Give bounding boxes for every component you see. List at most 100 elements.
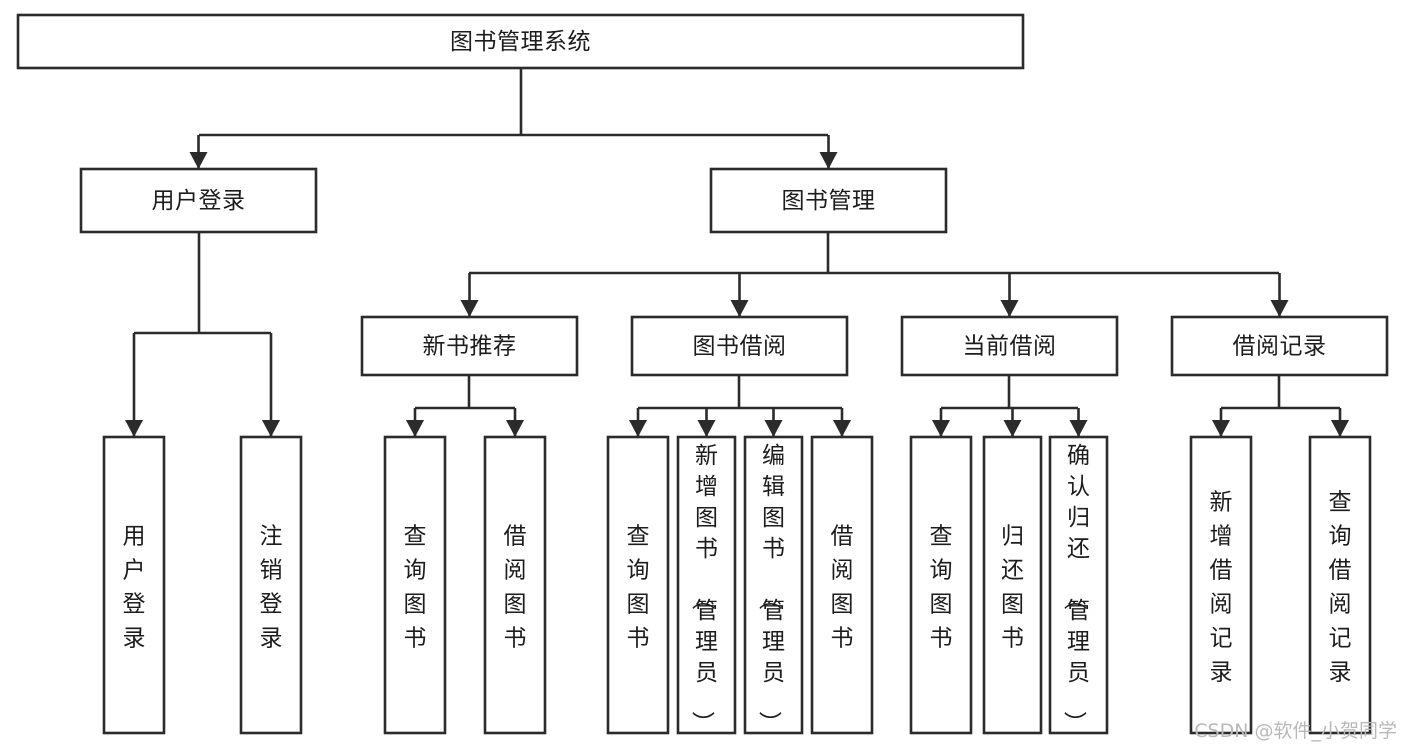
node-label: 确认归还（管理员） xyxy=(1061,443,1090,734)
node-label-char: （ xyxy=(756,587,782,610)
node-label-char: 录 xyxy=(1329,660,1352,686)
node-label: 查询图书 xyxy=(404,524,427,652)
node-label-char: （ xyxy=(1061,587,1087,610)
arrow-head-icon xyxy=(460,300,479,317)
node-label-char: 还 xyxy=(1001,558,1024,584)
node-label-char: 图 xyxy=(695,505,718,531)
node-label-char: 用 xyxy=(123,524,146,550)
connector-group-bus-user-login xyxy=(125,232,280,437)
node-label-char: 查 xyxy=(404,524,427,550)
arrow-head-icon xyxy=(506,420,524,437)
node-box xyxy=(982,435,1043,735)
node-leaf-edit-book[interactable]: 编辑图书（管理员） xyxy=(743,435,804,735)
node-label-char: 增 xyxy=(695,474,718,500)
node-book-manage[interactable]: 图书管理 xyxy=(709,167,948,234)
arrow-head-icon xyxy=(189,152,208,169)
node-current-borrow[interactable]: 当前借阅 xyxy=(900,315,1119,377)
node-label-char: 图 xyxy=(831,592,854,618)
node-label-char: 询 xyxy=(627,558,650,584)
arrow-head-icon xyxy=(764,420,783,437)
node-label-char: 书 xyxy=(930,626,953,652)
node-new-book-rec[interactable]: 新书推荐 xyxy=(360,315,579,377)
connector-group-bus-new-book-rec xyxy=(406,375,524,437)
node-leaf-borrow-book-2[interactable]: 借阅图书 xyxy=(810,435,874,735)
node-label-char: 图 xyxy=(627,592,650,618)
node-label-char: 辑 xyxy=(762,474,785,500)
node-label-char: 书 xyxy=(831,626,854,652)
node-label-char: 借 xyxy=(504,524,527,550)
node-label-char: 借 xyxy=(1210,558,1233,584)
node-label-char: 理 xyxy=(762,629,785,655)
node-label: 当前借阅 xyxy=(963,334,1057,360)
node-leaf-query-book-2[interactable]: 查询图书 xyxy=(606,435,670,735)
node-label-char: 图 xyxy=(1001,592,1024,618)
node-box xyxy=(360,315,579,377)
arrow-head-icon xyxy=(1003,420,1022,437)
node-leaf-logout[interactable]: 注销登录 xyxy=(239,435,303,735)
node-label-char: 记 xyxy=(1329,626,1352,652)
node-box xyxy=(909,435,973,735)
node-label-char: 员 xyxy=(1067,660,1090,686)
node-label-char: 书 xyxy=(404,626,427,652)
node-label-char: 书 xyxy=(1001,626,1024,652)
connector-group-bus-root xyxy=(189,68,838,169)
connector-group-bus-book-manage xyxy=(460,232,1289,317)
node-label-char: 新 xyxy=(1210,490,1233,516)
node-label-char: 编 xyxy=(762,443,785,469)
node-borrow-record[interactable]: 借阅记录 xyxy=(1170,315,1389,377)
node-label: 查询借阅记录 xyxy=(1329,490,1352,686)
arrow-head-icon xyxy=(1000,300,1019,317)
node-box xyxy=(810,435,874,735)
node-book-borrow[interactable]: 图书借阅 xyxy=(630,315,849,377)
node-leaf-query-book-3[interactable]: 查询图书 xyxy=(909,435,973,735)
node-leaf-user-login[interactable]: 用户登录 xyxy=(102,435,166,735)
node-label-char: 新 xyxy=(695,443,718,469)
node-leaf-query-book-1[interactable]: 查询图书 xyxy=(383,435,447,735)
node-box xyxy=(383,435,447,735)
node-label-char: 注 xyxy=(260,524,283,550)
node-label-char: 理 xyxy=(695,629,718,655)
node-label-char: 管 xyxy=(1067,598,1090,624)
node-box xyxy=(709,167,948,234)
node-label: 用户登录 xyxy=(152,188,246,214)
node-label-char: 查 xyxy=(930,524,953,550)
node-label-char: 图 xyxy=(504,592,527,618)
arrow-head-icon xyxy=(1069,420,1088,437)
node-label-char: 增 xyxy=(1210,524,1233,550)
node-label-char: 登 xyxy=(260,592,283,618)
arrow-head-icon xyxy=(262,420,280,437)
node-label-char: 确 xyxy=(1067,443,1090,469)
node-box xyxy=(676,435,737,735)
node-label-char: 借 xyxy=(831,524,854,550)
node-box xyxy=(900,315,1119,377)
node-leaf-return-book[interactable]: 归还图书 xyxy=(982,435,1043,735)
node-box xyxy=(1048,435,1109,735)
node-root[interactable]: 图书管理系统 xyxy=(16,13,1025,70)
node-label-char: 书 xyxy=(504,626,527,652)
node-label: 新书推荐 xyxy=(423,334,517,360)
node-box xyxy=(16,13,1025,70)
node-leaf-add-record[interactable]: 新增借阅记录 xyxy=(1189,435,1253,735)
node-user-login[interactable]: 用户登录 xyxy=(79,167,318,234)
node-label: 注销登录 xyxy=(260,524,283,652)
node-label-char: 查 xyxy=(1329,490,1352,516)
node-label-char: 录 xyxy=(1210,660,1233,686)
node-box xyxy=(743,435,804,735)
node-label-char: 图 xyxy=(762,505,785,531)
node-label: 借阅记录 xyxy=(1233,334,1327,360)
node-leaf-add-book[interactable]: 新增图书（管理员） xyxy=(676,435,737,735)
node-label-char: 归 xyxy=(1001,524,1024,550)
node-leaf-query-record[interactable]: 查询借阅记录 xyxy=(1308,435,1372,735)
arrow-head-icon xyxy=(125,420,143,437)
node-leaf-confirm-return[interactable]: 确认归还（管理员） xyxy=(1048,435,1109,735)
node-label-char: 录 xyxy=(260,626,283,652)
node-label-char: ） xyxy=(756,711,782,734)
connector-group-bus-current-borrow xyxy=(932,375,1088,437)
node-leaf-borrow-book-1[interactable]: 借阅图书 xyxy=(483,435,547,735)
node-label-char: 录 xyxy=(123,626,146,652)
node-label: 归还图书 xyxy=(1001,524,1024,652)
node-label-char: ） xyxy=(1061,711,1087,734)
node-box xyxy=(1170,315,1389,377)
